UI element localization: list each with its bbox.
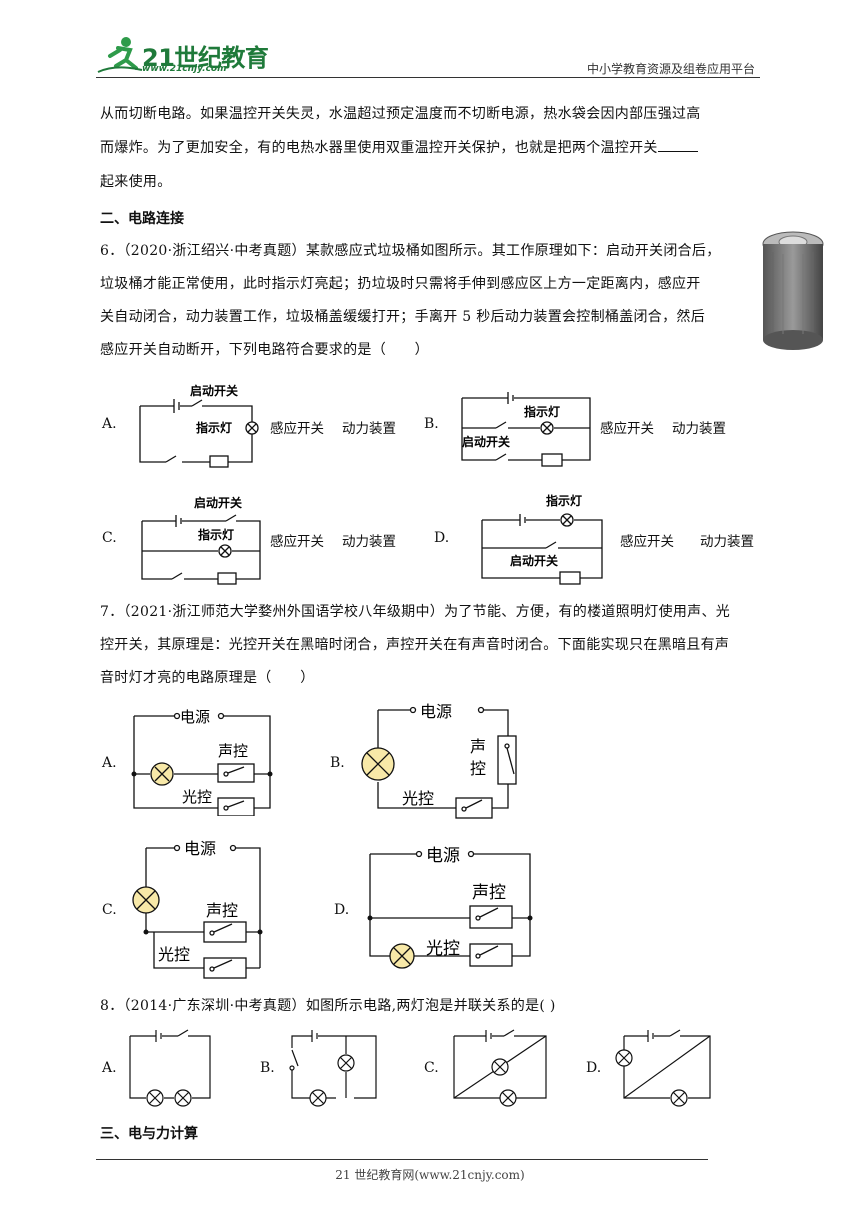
q7c-sound-label: 声控	[206, 901, 238, 920]
q6a-motor-label: 动力装置	[342, 421, 396, 437]
section-title-2: 二、电路连接	[100, 211, 184, 227]
q7-option-c[interactable]: C.	[102, 902, 117, 918]
q7b-light-label: 光控	[402, 789, 434, 808]
answer-blank[interactable]	[657, 137, 698, 152]
q6-option-d[interactable]: D.	[434, 530, 450, 546]
q6b-sensor-label: 感应开关	[600, 421, 654, 437]
q7d-sound-label: 声控	[472, 883, 506, 903]
q6b-indicator-label: 指示灯	[524, 404, 560, 419]
q7c-light-label: 光控	[158, 945, 190, 964]
q6-stem-4: 感应开关自动断开，下列电路符合要求的是（ ）	[100, 342, 429, 358]
q6b-start-label: 启动开关	[462, 434, 510, 449]
q8-stem: 8．（2014·广东深圳·中考真题）如图所示电路,两灯泡是并联关系的是( )	[100, 998, 556, 1014]
q8-option-d[interactable]: D.	[586, 1060, 602, 1076]
logo-url: www.21cnjy.com	[142, 64, 227, 74]
q6d-start-label: 启动开关	[510, 553, 558, 568]
header-divider	[96, 77, 760, 78]
header-platform: 中小学教育资源及组卷应用平台	[586, 62, 755, 76]
q7a-sound-label: 声控	[218, 742, 248, 760]
q6b-motor-label: 动力装置	[672, 421, 726, 437]
q6a-start-label: 启动开关	[190, 383, 238, 398]
intro-line-1: 从而切断电路。如果温控开关失灵，水温超过预定温度而不切断电源，热水袋会因内部压强…	[100, 106, 701, 122]
q7-circuit-a: 电源 声控 光控	[131, 708, 273, 816]
q7-stem-1: 7．（2021·浙江师范大学婺州外国语学校八年级期中）为了节能、方便，有的楼道照…	[100, 604, 731, 620]
intro-line-2: 而爆炸。为了更加安全，有的电热水器里使用双重温控开关保护，也就是把两个温控开关	[100, 131, 762, 165]
q6d-sensor-label: 感应开关	[620, 534, 674, 550]
q6-stem-2: 垃圾桶才能正常使用，此时指示灯亮起；扔垃圾时只需将手伸到感应区上方一定距离内，感…	[100, 276, 701, 292]
q6-option-a[interactable]: A.	[102, 416, 117, 432]
q7d-light-label: 光控	[426, 939, 460, 959]
q6c-motor-label: 动力装置	[342, 534, 396, 550]
q7-option-b[interactable]: B.	[330, 755, 345, 771]
q8-circuit-d	[615, 1029, 711, 1107]
q6c-indicator-label: 指示灯	[198, 527, 234, 542]
q7b-sound-label-2: 控	[470, 759, 486, 778]
q8-circuit-a	[129, 1029, 211, 1107]
q7c-power-label: 电源	[184, 839, 216, 858]
section-title-3: 三、电与力计算	[100, 1126, 198, 1142]
q7b-sound-label-1: 声	[470, 737, 486, 756]
q7a-light-label: 光控	[182, 788, 212, 806]
q6-option-c[interactable]: C.	[102, 530, 117, 546]
footer-text: 21 世纪教育网(www.21cnjy.com)	[335, 1168, 525, 1182]
q6c-sensor-label: 感应开关	[270, 534, 324, 550]
logo-text: 21世纪教育	[142, 44, 269, 72]
q8-option-b[interactable]: B.	[260, 1060, 275, 1076]
q6-circuit-a: 启动开关 指示灯	[139, 383, 259, 468]
q7-circuit-d: 电源 声控 光控	[367, 846, 533, 969]
q7-stem-2: 控开关，其原理是：光控开关在黑暗时闭合，声控开关在有声音时闭合。下面能实现只在黑…	[100, 637, 730, 653]
q8-option-a[interactable]: A.	[102, 1060, 117, 1076]
q6-stem-1: 6．（2020·浙江绍兴·中考真题）某款感应式垃圾桶如图所示。其工作原理如下：启…	[100, 243, 721, 259]
q6c-start-label: 启动开关	[194, 495, 242, 510]
q6d-motor-label: 动力装置	[700, 534, 754, 550]
q8-circuit-b	[289, 1030, 377, 1107]
q7-option-a[interactable]: A.	[102, 755, 117, 771]
q6-circuit-d: 指示灯 启动开关	[481, 493, 603, 585]
footer-divider	[96, 1159, 708, 1160]
q7-stem-3: 音时灯才亮的电路原理是（ ）	[100, 670, 315, 686]
q7-circuit-b: 电源 声 控 光控	[361, 702, 517, 819]
site-logo-icon	[97, 37, 143, 73]
q8-circuit-c	[453, 1029, 547, 1107]
q6a-indicator-label: 指示灯	[196, 420, 232, 435]
q6d-indicator-label: 指示灯	[546, 493, 582, 508]
q7d-power-label: 电源	[426, 846, 460, 866]
q6-circuit-b: 指示灯 启动开关	[461, 392, 591, 467]
q7b-power-label: 电源	[420, 702, 452, 721]
q7a-power-label: 电源	[180, 708, 210, 726]
trash-can-image	[762, 231, 824, 350]
q7-circuit-c: 电源 声控 光控	[132, 839, 263, 979]
q6-stem-3: 关自动闭合，动力装置工作，垃圾桶盖缓缓打开；手离开 5 秒后动力装置会控制桶盖闭…	[100, 309, 706, 325]
q7-option-d[interactable]: D.	[334, 902, 350, 918]
intro-line-3: 起来使用。	[100, 174, 172, 190]
q6a-sensor-label: 感应开关	[270, 421, 324, 437]
q8-option-c[interactable]: C.	[424, 1060, 439, 1076]
q6-option-b[interactable]: B.	[424, 416, 439, 432]
q6-circuit-c: 启动开关 指示灯	[141, 495, 261, 585]
